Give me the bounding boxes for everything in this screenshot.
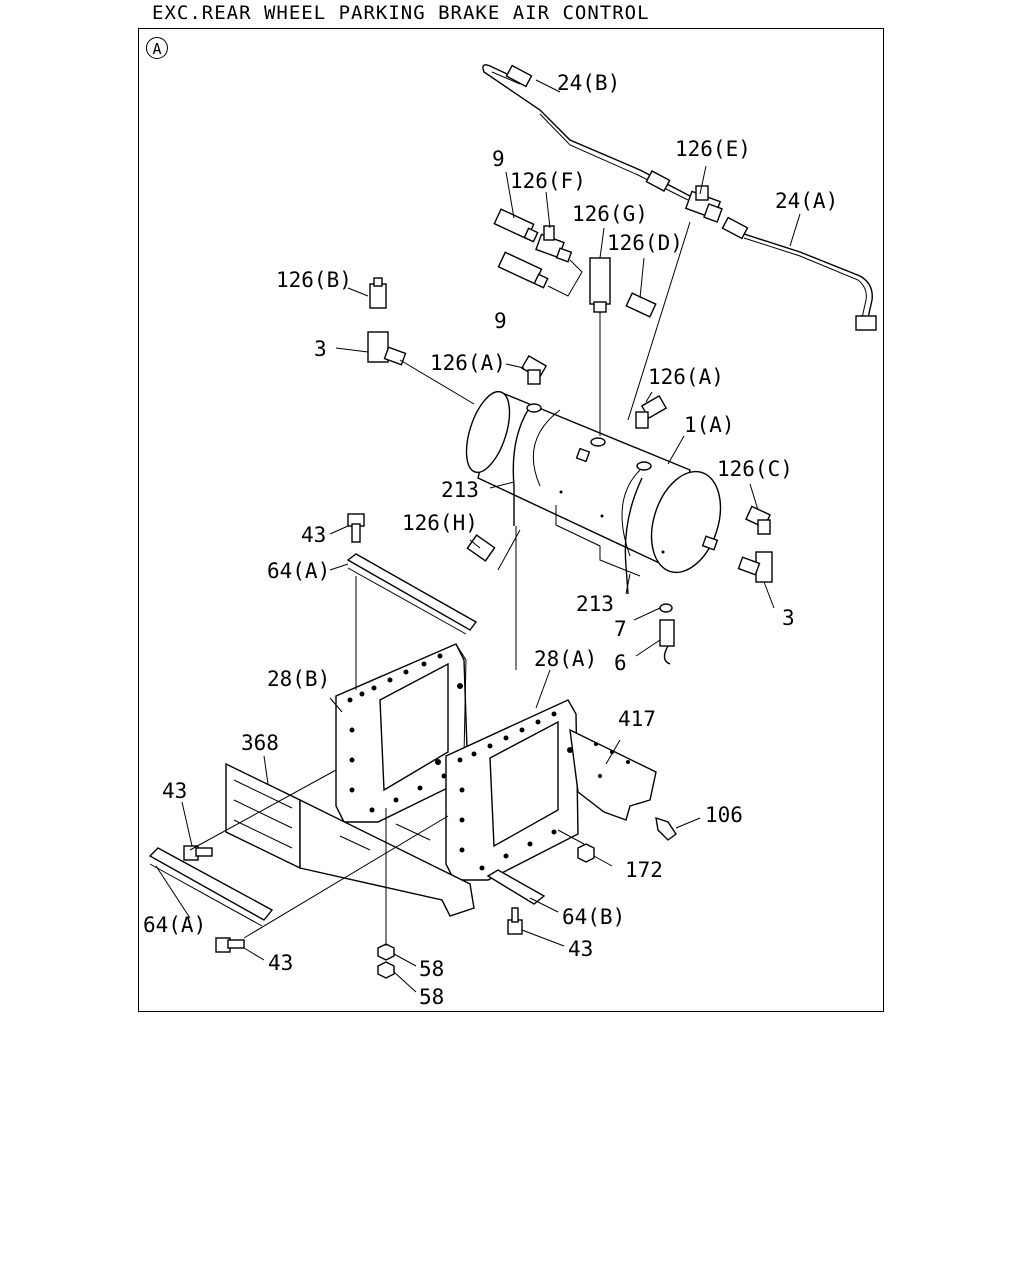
callout-126a-left: 126(A) bbox=[430, 351, 506, 375]
callout-43-bottom-left: 43 bbox=[268, 951, 293, 975]
callout-126b: 126(B) bbox=[276, 268, 352, 292]
tee-fitting-126e bbox=[684, 185, 723, 223]
air-tank-1a bbox=[465, 390, 722, 577]
callout-64a-bottom: 64(A) bbox=[143, 913, 206, 937]
callout-126f: 126(F) bbox=[510, 169, 586, 193]
callout-43-top: 43 bbox=[301, 523, 326, 547]
callout-64b: 64(B) bbox=[562, 905, 625, 929]
callout-106: 106 bbox=[705, 803, 743, 827]
bracket-64a-top bbox=[346, 553, 478, 635]
connector-126b bbox=[369, 277, 387, 309]
callout-213-upper: 213 bbox=[441, 478, 479, 502]
callout-43-left: 43 bbox=[162, 779, 187, 803]
callout-126a-right: 126(A) bbox=[648, 365, 724, 389]
leader-group-9 bbox=[547, 259, 583, 297]
tee-fitting-3-left bbox=[367, 331, 407, 366]
frame-rail-368 bbox=[225, 762, 475, 917]
callout-3-left: 3 bbox=[314, 337, 327, 361]
callout-7: 7 bbox=[614, 617, 627, 641]
manifold-126g bbox=[589, 257, 611, 313]
tee-fitting-3-right bbox=[737, 551, 773, 583]
elbow-fitting-126a-right bbox=[635, 394, 668, 429]
callout-213-lower: 213 bbox=[576, 592, 614, 616]
callout-58-lower: 58 bbox=[419, 985, 444, 1009]
callout-6: 6 bbox=[614, 651, 627, 675]
air-pipe-24a bbox=[721, 216, 877, 331]
callout-28b: 28(B) bbox=[267, 667, 330, 691]
bracket-64a-bottom bbox=[148, 847, 274, 927]
nut-58-lower bbox=[377, 961, 395, 979]
connector-126h bbox=[466, 534, 496, 562]
callout-43-bottom-right: 43 bbox=[568, 937, 593, 961]
bolt-43-bottom-right bbox=[507, 907, 523, 935]
callout-1a: 1(A) bbox=[684, 413, 735, 437]
elbow-fitting-126c bbox=[745, 505, 771, 535]
nut-172 bbox=[577, 843, 595, 863]
callout-58-upper: 58 bbox=[419, 957, 444, 981]
callout-126e: 126(E) bbox=[675, 137, 751, 161]
elbow-fitting-126a-left bbox=[520, 354, 548, 385]
callout-126c: 126(C) bbox=[717, 457, 793, 481]
leader-lines bbox=[155, 79, 801, 993]
pressure-switch-9-upper bbox=[493, 208, 539, 243]
callout-3-right: 3 bbox=[782, 606, 795, 630]
callout-9-bottom: 9 bbox=[494, 309, 507, 333]
callout-28a: 28(A) bbox=[534, 647, 597, 671]
callout-368: 368 bbox=[241, 731, 279, 755]
callout-9-top: 9 bbox=[492, 147, 505, 171]
washer-7 bbox=[659, 603, 673, 613]
tank-strap-213 bbox=[512, 409, 643, 595]
diagram-frame bbox=[138, 28, 884, 1012]
bracket-28a bbox=[435, 699, 579, 881]
view-marker: A bbox=[146, 37, 168, 59]
callout-126h: 126(H) bbox=[402, 511, 478, 535]
bolt-43-bottom-left bbox=[215, 937, 245, 953]
pressure-switch-9-lower bbox=[497, 251, 549, 289]
callout-126d: 126(D) bbox=[607, 231, 683, 255]
callout-172: 172 bbox=[625, 858, 663, 882]
crossmember-417 bbox=[569, 728, 657, 821]
nut-58-upper bbox=[377, 943, 395, 961]
bracket-64b bbox=[486, 869, 546, 905]
diagram-title: EXC.REAR WHEEL PARKING BRAKE AIR CONTROL bbox=[152, 2, 650, 24]
callout-126g: 126(G) bbox=[572, 202, 648, 226]
callout-417: 417 bbox=[618, 707, 656, 731]
elbow-fitting-126f bbox=[535, 225, 573, 263]
callout-64a-top: 64(A) bbox=[267, 559, 330, 583]
callout-24a: 24(A) bbox=[775, 189, 838, 213]
drain-cock-6 bbox=[659, 619, 675, 665]
bolt-43-top bbox=[347, 513, 365, 543]
fitting-106 bbox=[655, 816, 677, 841]
air-pipe-24b bbox=[482, 64, 691, 201]
bracket-28b bbox=[335, 643, 469, 823]
bolt-43-left bbox=[183, 845, 213, 861]
connector-126d bbox=[625, 292, 657, 318]
callout-24b: 24(B) bbox=[557, 71, 620, 95]
